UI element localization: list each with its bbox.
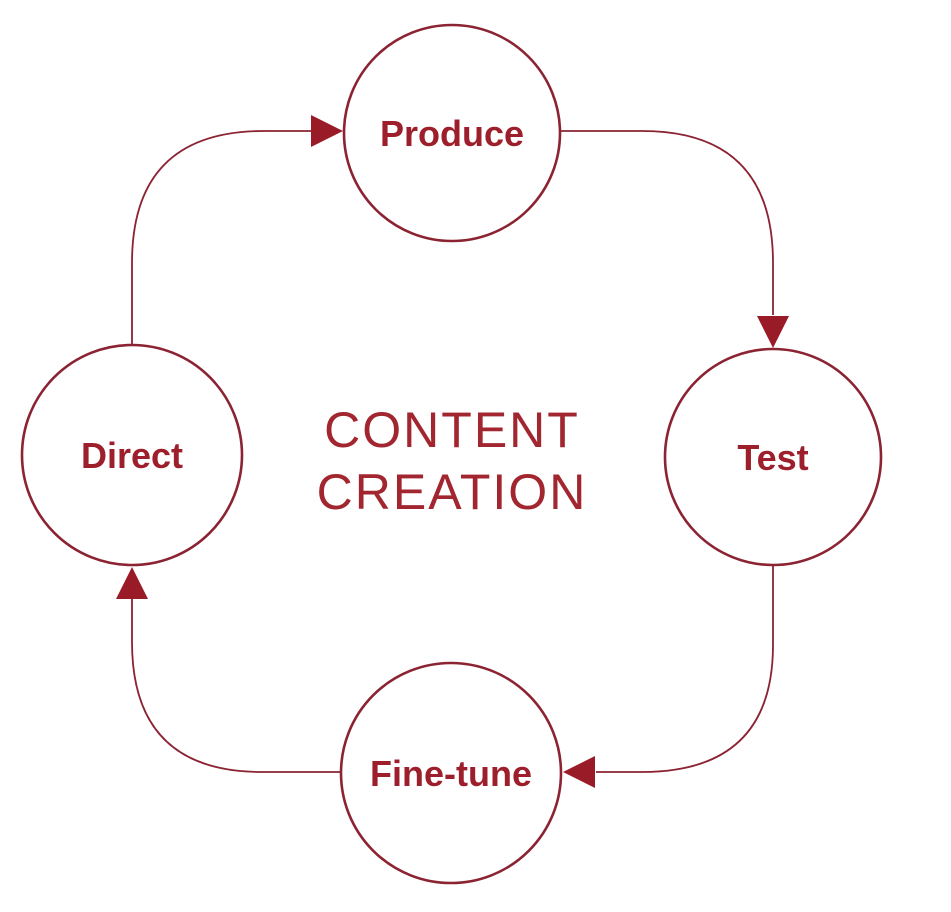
finetune-node-circle <box>339 661 563 885</box>
test-node-label: Test <box>737 437 808 478</box>
arrowhead-up-icon <box>116 567 148 599</box>
direct-node-circle <box>20 343 244 567</box>
finetune-node-label: Fine-tune <box>370 753 532 794</box>
arrowhead-left-icon <box>563 756 595 788</box>
diagram-title-line1: CONTENT <box>324 402 580 458</box>
connector-produce-to-test <box>560 130 774 315</box>
produce-node-label: Produce <box>380 113 524 154</box>
produce-node-circle <box>342 23 562 243</box>
arrowhead-right-icon <box>311 115 343 147</box>
connector-direct-to-produce <box>131 130 312 345</box>
connector-test-to-finetune <box>596 565 774 773</box>
test-node-circle <box>663 347 883 567</box>
connector-finetune-to-direct <box>131 598 341 773</box>
arrowhead-down-icon <box>757 316 789 348</box>
diagram-title-line2: CREATION <box>317 464 588 520</box>
direct-node-label: Direct <box>81 435 183 476</box>
